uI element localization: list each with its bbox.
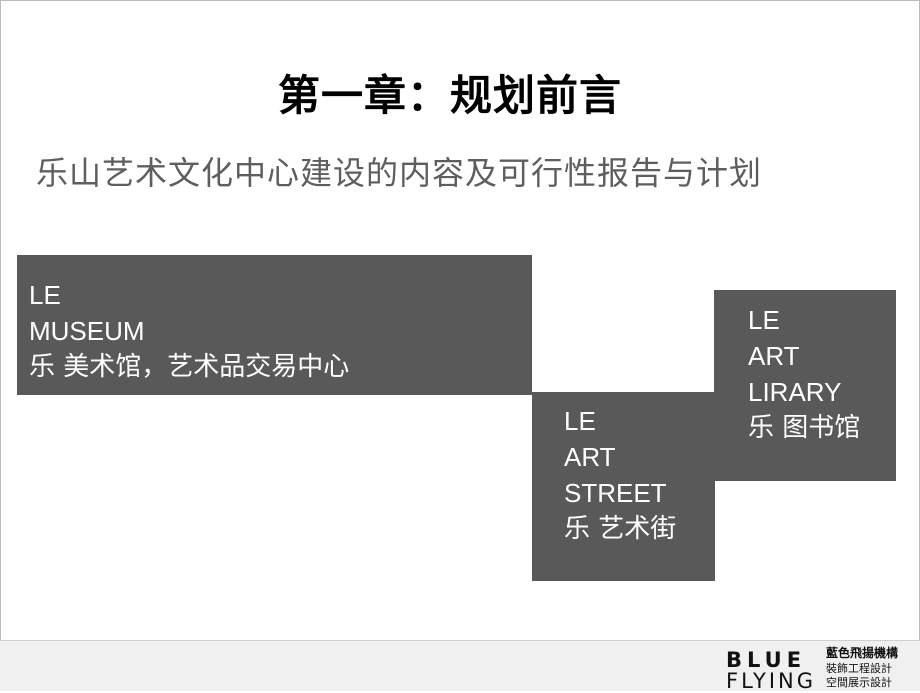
slide-title: 第一章：规划前言 <box>277 71 622 120</box>
logo-cn-line-2: 裝飾工程設計 <box>826 662 892 675</box>
museum-cn: 乐 美术馆，艺术品交易中心 <box>29 352 350 382</box>
museum-line-2: MUSEUM <box>29 316 145 346</box>
street-line-2: ART <box>564 442 616 472</box>
art-street-block: LE ART STREET 乐 艺术街 <box>532 392 715 581</box>
library-line-3: LIRARY <box>748 377 842 407</box>
slide-subtitle: 乐山艺术文化中心建设的内容及可行性报告与计划 <box>36 154 763 192</box>
museum-block: LE MUSEUM 乐 美术馆，艺术品交易中心 <box>17 255 532 395</box>
library-line-1: LE <box>748 305 780 335</box>
museum-line-1: LE <box>29 280 61 310</box>
logo-cn-line-1: 藍色飛揚機構 <box>826 646 899 660</box>
street-line-3: STREET <box>564 478 667 508</box>
street-cn: 乐 艺术街 <box>564 514 677 544</box>
street-line-1: LE <box>564 406 596 436</box>
blue-flying-logo: BLUE FLYING 藍色飛揚機構 裝飾工程設計 空間展示設計 <box>726 646 916 693</box>
library-line-2: ART <box>748 341 800 371</box>
art-library-block: LE ART LIRARY 乐 图书馆 <box>714 290 896 481</box>
logo-text-flying: FLYING <box>726 669 816 693</box>
library-cn: 乐 图书馆 <box>748 413 861 443</box>
footer-bar: BLUE FLYING 藍色飛揚機構 裝飾工程設計 空間展示設計 <box>0 640 920 693</box>
logo-cn-line-3: 空間展示設計 <box>826 676 892 689</box>
logo-text-blue: BLUE <box>726 648 807 672</box>
